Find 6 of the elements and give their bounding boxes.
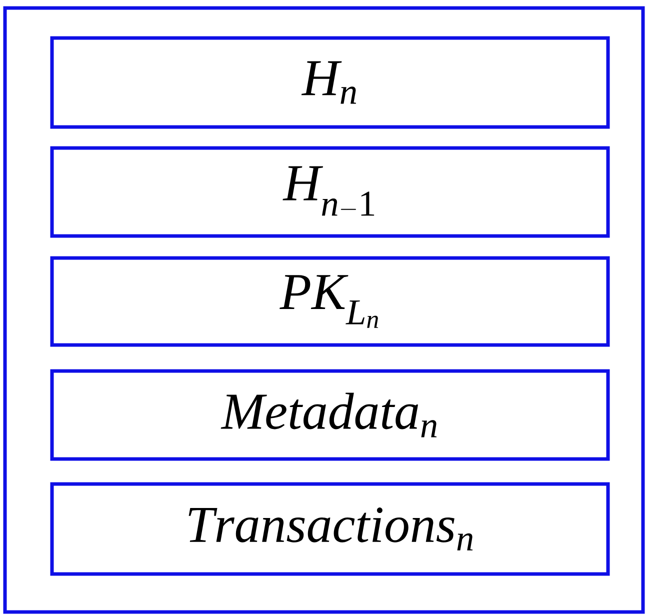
frame-box bbox=[3, 6, 645, 614]
label-box: $PK_{L_n}$ bbox=[50, 256, 610, 347]
label-box: $H_n$ bbox=[50, 36, 610, 129]
label-box: $Metadata_n$ bbox=[50, 369, 610, 461]
label-box: $H_{n-1}$ bbox=[50, 146, 610, 238]
label-box: $Transactions_n$ bbox=[50, 482, 610, 576]
